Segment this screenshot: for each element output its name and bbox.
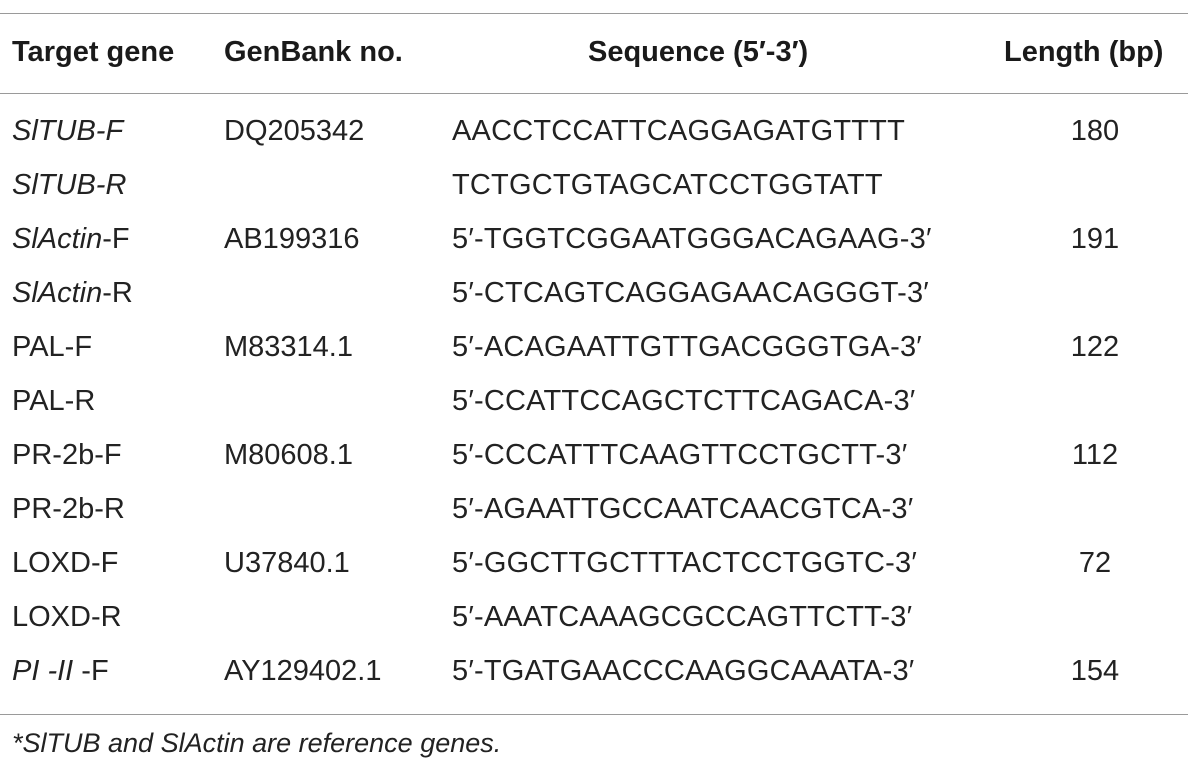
gene-name-plain: PR-2b-R xyxy=(12,493,125,525)
genbank-cell: AY129402.1 xyxy=(224,655,382,687)
length-cell: 72 xyxy=(1078,547,1112,579)
gene-name-plain: PAL-R xyxy=(12,385,96,417)
gene-name-plain: LOXD-R xyxy=(12,601,122,633)
gene-cell: SlTUB-R xyxy=(12,169,126,202)
gene-name-italic: PI -II xyxy=(12,655,74,687)
gene-cell: PAL-F xyxy=(12,331,92,364)
table-row: PR-2b-F M80608.1 5′-CCCATTTCAAGTTCCTGCTT… xyxy=(0,429,1200,483)
genbank-cell: M80608.1 xyxy=(224,439,353,471)
top-rule xyxy=(0,13,1188,14)
gene-cell: PR-2b-F xyxy=(12,439,122,472)
gene-cell: LOXD-F xyxy=(12,547,118,580)
sequence-cell: TCTGCTGTAGCATCCTGGTATT xyxy=(452,169,883,201)
genbank-cell: AB199316 xyxy=(224,223,360,255)
gene-name-plain: PAL-F xyxy=(12,331,93,363)
gene-name-italic: SlTUB-R xyxy=(12,169,127,201)
header-genbank-no: GenBank no. xyxy=(224,36,403,68)
table-row: PAL-R 5′-CCATTCCAGCTCTTCAGACA-3′ xyxy=(0,375,1200,429)
sequence-cell: 5′-AAATCAAAGCGCCAGTTCTT-3′ xyxy=(452,601,913,633)
gene-cell: SlActin-F xyxy=(12,223,130,256)
table-body: SlTUB-F DQ205342 AACCTCCATTCAGGAGATGTTTT… xyxy=(0,105,1200,699)
genbank-cell: DQ205342 xyxy=(224,115,365,147)
table-footnote: *SlTUB and SlActin are reference genes. xyxy=(12,728,502,758)
genbank-cell: U37840.1 xyxy=(224,547,350,579)
table-header-row: Target gene GenBank no. Sequence (5′-3′)… xyxy=(0,30,1200,80)
table-row: PR-2b-R 5′-AGAATTGCCAATCAACGTCA-3′ xyxy=(0,483,1200,537)
gene-name-plain: -F xyxy=(73,655,109,687)
gene-cell: PI -II -F xyxy=(12,655,109,688)
header-rule xyxy=(0,93,1188,94)
length-cell: 112 xyxy=(1071,439,1119,471)
gene-cell: LOXD-R xyxy=(12,601,122,634)
sequence-cell: 5′-TGATGAACCCAAGGCAAATA-3′ xyxy=(452,655,915,687)
header-length: Length (bp) xyxy=(1004,36,1164,68)
table-row: LOXD-F U37840.1 5′-GGCTTGCTTTACTCCTGGTC-… xyxy=(0,537,1200,591)
gene-cell: SlTUB-F xyxy=(12,115,123,148)
genbank-cell: M83314.1 xyxy=(224,331,353,363)
length-cell: 154 xyxy=(1070,655,1120,687)
sequence-cell: 5′-CTCAGTCAGGAGAACAGGGT-3′ xyxy=(452,277,929,309)
sequence-cell: 5′-CCCATTTCAAGTTCCTGCTT-3′ xyxy=(452,439,908,471)
bottom-rule xyxy=(0,714,1188,715)
table-row: PAL-F M83314.1 5′-ACAGAATTGTTGACGGGTGA-3… xyxy=(0,321,1200,375)
header-sequence: Sequence (5′-3′) xyxy=(588,36,809,68)
gene-name-plain: -R xyxy=(102,277,133,309)
gene-cell: PAL-R xyxy=(12,385,95,418)
gene-name-plain: LOXD-F xyxy=(12,547,119,579)
table-row: SlTUB-F DQ205342 AACCTCCATTCAGGAGATGTTTT… xyxy=(0,105,1200,159)
sequence-cell: 5′-GGCTTGCTTTACTCCTGGTC-3′ xyxy=(452,547,917,579)
sequence-cell: 5′-ACAGAATTGTTGACGGGTGA-3′ xyxy=(452,331,922,363)
table-row: SlActin-R 5′-CTCAGTCAGGAGAACAGGGT-3′ xyxy=(0,267,1200,321)
sequence-cell: 5′-TGGTCGGAATGGGACAGAAG-3′ xyxy=(452,223,932,255)
table-row: SlActin-F AB199316 5′-TGGTCGGAATGGGACAGA… xyxy=(0,213,1200,267)
sequence-cell: 5′-AGAATTGCCAATCAACGTCA-3′ xyxy=(452,493,914,525)
gene-name-plain: -F xyxy=(102,223,130,255)
header-target-gene: Target gene xyxy=(12,36,175,68)
sequence-cell: AACCTCCATTCAGGAGATGTTTT xyxy=(452,115,906,147)
gene-name-italic: SlTUB-F xyxy=(12,115,124,147)
length-cell: 180 xyxy=(1070,115,1120,147)
gene-cell: PR-2b-R xyxy=(12,493,125,526)
length-cell: 122 xyxy=(1070,331,1120,363)
sequence-cell: 5′-CCATTCCAGCTCTTCAGACA-3′ xyxy=(452,385,916,417)
gene-name-italic: SlActin xyxy=(12,223,103,255)
table-row: LOXD-R 5′-AAATCAAAGCGCCAGTTCTT-3′ xyxy=(0,591,1200,645)
length-cell: 191 xyxy=(1070,223,1120,255)
table-row: PI -II -F AY129402.1 5′-TGATGAACCCAAGGCA… xyxy=(0,645,1200,699)
gene-name-plain: PR-2b-F xyxy=(12,439,122,471)
table-row: SlTUB-R TCTGCTGTAGCATCCTGGTATT xyxy=(0,159,1200,213)
gene-cell: SlActin-R xyxy=(12,277,133,310)
gene-name-italic: SlActin xyxy=(12,277,103,309)
